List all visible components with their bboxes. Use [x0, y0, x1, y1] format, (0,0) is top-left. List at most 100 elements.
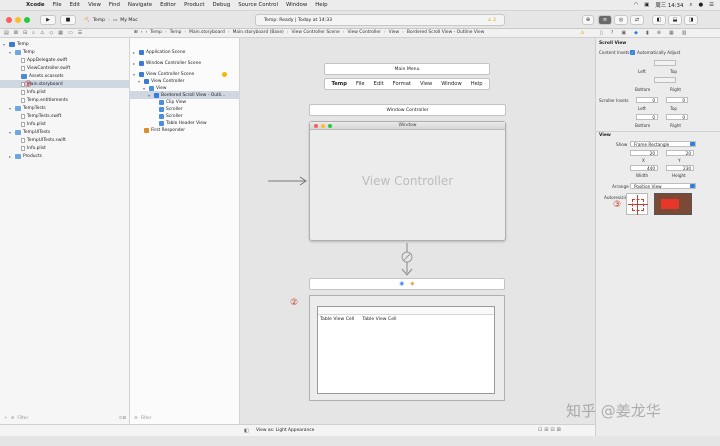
notification-center-icon[interactable]: ☰ [709, 2, 714, 8]
menu-item-app[interactable]: Temp [331, 81, 347, 87]
scheme-selector[interactable]: ⛏ Temp › ▭ My Mac [84, 15, 224, 25]
frame-width-field[interactable]: 440 [630, 165, 658, 171]
spotlight-icon[interactable]: ⌕ [689, 1, 693, 8]
disclosure-triangle-icon[interactable]: ▾ [3, 41, 6, 47]
menu-debug[interactable]: Debug [212, 2, 231, 8]
navigator-item[interactable]: TempUITests.swift [0, 136, 129, 144]
bordered-scroll-view[interactable]: Table View Cell Table View Cell [317, 306, 495, 394]
table-row[interactable]: Table View Cell Table View Cell [318, 315, 494, 324]
navigator-item[interactable]: ▾Temp [0, 48, 129, 56]
outline-item[interactable]: ▾View [130, 84, 239, 92]
outline-item[interactable]: ▾Bordered Scroll View - Outli... [130, 91, 239, 99]
navigator-item[interactable]: AppDelegate.swift [0, 56, 129, 64]
canvas-layout-icons[interactable]: ⊡⊞⊟⊠ [538, 427, 563, 433]
warning-icon[interactable]: ⚠ 2 [487, 17, 496, 23]
attributes-inspector-icon[interactable]: ◆ [634, 30, 639, 36]
report-navigator-icon[interactable]: ☰ [77, 30, 83, 36]
outline-item[interactable]: Clip View [130, 98, 239, 106]
zoom-window-button[interactable] [24, 17, 30, 23]
menu-window[interactable]: Window [285, 2, 308, 8]
navigator-item[interactable]: Info.plist [0, 120, 129, 128]
outline-item[interactable]: ▾View Controller [130, 77, 239, 85]
outline-filter-input[interactable]: Filter [140, 415, 152, 421]
storyboard-canvas[interactable]: Main Menu Temp File Edit Format View Win… [240, 38, 595, 424]
navigator-filter-input[interactable]: Filter [17, 415, 29, 421]
minimize-window-button[interactable] [15, 17, 21, 23]
breadcrumb-item[interactable]: Main.storyboard [189, 30, 225, 35]
window-scene[interactable]: Window View Controller [309, 121, 506, 241]
project-navigator-icon[interactable]: ▤ [4, 30, 9, 36]
breakpoint-navigator-icon[interactable]: ▭ [68, 30, 73, 36]
menu-editor[interactable]: Editor [160, 2, 177, 8]
connections-inspector-icon[interactable]: ⊛ [656, 30, 661, 36]
frame-x-field[interactable]: 20 [630, 150, 658, 156]
disclosure-triangle-icon[interactable]: ▾ [9, 49, 12, 55]
navigator-item[interactable]: Info.plist [0, 144, 129, 152]
frame-height-field[interactable]: 230 [666, 165, 694, 171]
outline-item[interactable]: ▸Window Controller Scene [130, 59, 239, 67]
back-icon[interactable]: ‹ [140, 30, 143, 35]
disclosure-triangle-icon[interactable]: ▾ [133, 71, 136, 77]
scroller-inset-left-field[interactable]: 0 [636, 97, 658, 103]
help-inspector-icon[interactable]: ? [610, 30, 614, 36]
navigator-item[interactable]: TempTests.swift [0, 112, 129, 120]
outline-item[interactable]: First Responder [130, 126, 239, 134]
recent-files-icon[interactable]: ⊙⊠ [118, 415, 126, 421]
outline-item[interactable]: Table Header View [130, 119, 239, 127]
navigator-item[interactable]: ▸Products [0, 152, 129, 160]
clock[interactable]: 周三 14:34 [655, 3, 684, 9]
view-controller-icon[interactable]: ◉ [399, 281, 405, 287]
table-view-cell[interactable]: Table View Cell [320, 317, 355, 322]
outline-item[interactable]: ▸Application Scene [130, 48, 239, 56]
test-navigator-icon[interactable]: ◇ [49, 30, 54, 36]
add-icon[interactable]: + [4, 415, 8, 421]
menu-view[interactable]: View [88, 2, 101, 8]
breadcrumb-item[interactable]: Temp [150, 30, 162, 35]
table-view-cell[interactable]: Table View Cell [362, 317, 397, 322]
auto-adjust-checkbox[interactable]: ✓ [630, 50, 635, 55]
window-controller-scene-title[interactable]: Window Controller [309, 104, 506, 116]
disclosure-triangle-icon[interactable]: ▾ [9, 105, 12, 111]
debug-navigator-icon[interactable]: ▦ [58, 30, 64, 36]
scroller-inset-bottom-field[interactable]: 0 [636, 114, 658, 120]
navigator-item[interactable]: ViewController.swift [0, 64, 129, 72]
symbol-navigator-icon[interactable]: ⊟ [22, 30, 28, 36]
breadcrumb-item[interactable]: Main.storyboard (Base) [232, 30, 284, 35]
breadcrumb-item[interactable]: View [388, 30, 400, 35]
view-controller-view[interactable]: Table View Cell Table View Cell [309, 295, 505, 401]
document-outline-toggle-icon[interactable]: ◧ [244, 428, 249, 434]
view-as-appearance[interactable]: View as: Light Appearance [256, 428, 315, 433]
toggle-debug-area-button[interactable]: ⬓ [668, 15, 682, 25]
outline-item[interactable]: ▾View Controller Scene [130, 70, 239, 78]
menu-edit[interactable]: Edit [69, 2, 81, 8]
view-controller-scene-dock[interactable]: ◉ ◈ [309, 278, 505, 290]
standard-editor-button[interactable]: ≡ [598, 15, 612, 25]
menu-item-window[interactable]: Window [441, 81, 462, 87]
menu-product[interactable]: Product [184, 2, 205, 8]
scroller-inset-right-field[interactable]: 0 [666, 114, 688, 120]
forward-icon[interactable]: › [145, 30, 148, 35]
disclosure-triangle-icon[interactable]: ▸ [133, 49, 136, 55]
issue-warning-icon[interactable]: ⚠ [580, 30, 585, 36]
run-button[interactable]: ▶ [40, 15, 56, 25]
navigator-item[interactable]: Temp.entitlements [0, 96, 129, 104]
assistant-editor-button[interactable]: ◎ [614, 15, 628, 25]
size-inspector-icon[interactable]: ▮ [646, 30, 649, 36]
disclosure-triangle-icon[interactable]: ▾ [148, 92, 151, 98]
frame-y-field[interactable]: 20 [666, 150, 694, 156]
menu-find[interactable]: Find [108, 2, 120, 8]
close-window-button[interactable] [6, 17, 12, 23]
breadcrumb-item[interactable]: View Controller [347, 30, 381, 35]
arrange-popup[interactable]: Position View [630, 183, 696, 189]
menu-item-help[interactable]: Help [470, 81, 483, 87]
main-menu-bar[interactable]: Temp File Edit Format View Window Help [324, 78, 490, 90]
disclosure-triangle-icon[interactable]: ▾ [143, 85, 146, 91]
menu-navigate[interactable]: Navigate [127, 2, 153, 8]
breadcrumb-item[interactable]: Bordered Scroll View - Outline View [406, 30, 485, 35]
version-editor-button[interactable]: ⇄ [630, 15, 644, 25]
find-navigator-icon[interactable]: ⌕ [32, 30, 35, 36]
file-inspector-icon[interactable]: ▯ [600, 30, 603, 36]
menu-app-name[interactable]: Xcode [26, 2, 45, 8]
toggle-navigator-button[interactable]: ◧ [652, 15, 666, 25]
autoresizing-mask-control[interactable] [626, 193, 648, 215]
